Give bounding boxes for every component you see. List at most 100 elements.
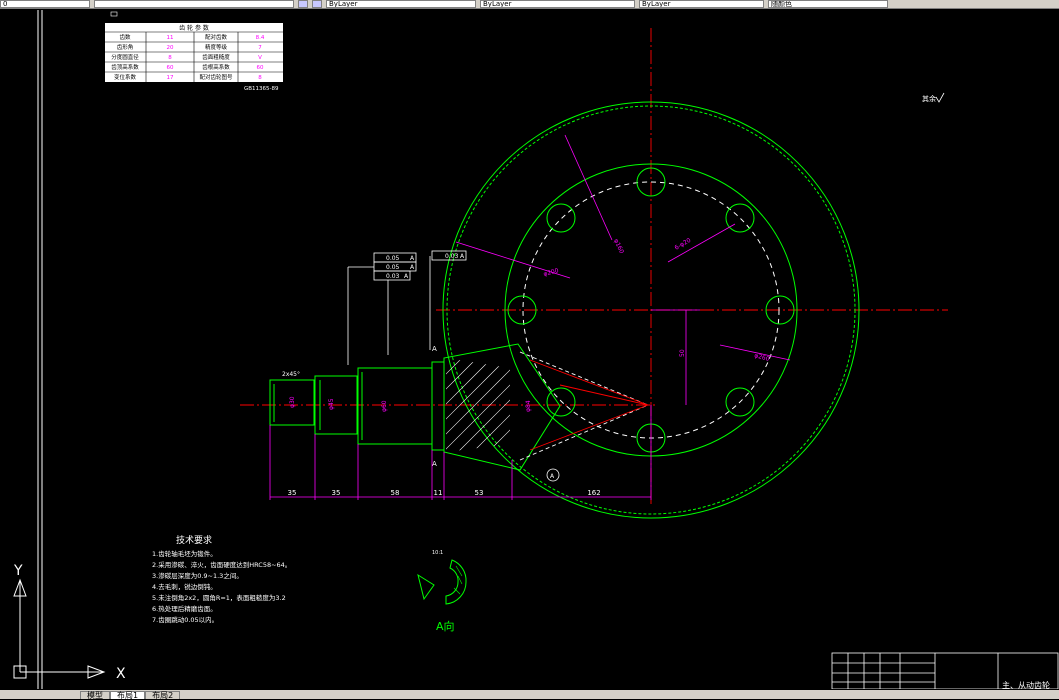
center-lines (240, 28, 948, 505)
shaft-collar (431, 361, 445, 451)
param-cell: 60 (167, 65, 174, 71)
title-block (831, 652, 1059, 689)
tab-layout-2[interactable]: 布局2 (145, 691, 181, 700)
view-a-tooth (417, 573, 435, 601)
view-a-shape (445, 559, 467, 605)
bolt-hole (765, 295, 795, 325)
dim-pcd: φ160 (612, 238, 625, 255)
param-cell: 8.4 (256, 35, 265, 41)
param-cell: 配对齿数 (205, 33, 228, 41)
param-cell: 配对齿轮图号 (199, 73, 233, 81)
bolt-hole (507, 295, 537, 325)
section-mark-bottom: A (432, 460, 437, 468)
layer-field[interactable]: 0 (0, 0, 90, 8)
bolt-hole (636, 167, 666, 197)
tech-item: 3.渗碳层深度为0.9~1.3之间。 (152, 571, 243, 580)
dim-chamfer: 2x45° (282, 371, 300, 378)
color-combo[interactable]: ByLayer (326, 0, 476, 8)
param-cell: V (258, 55, 262, 61)
tol-4-ref: A (460, 253, 465, 260)
shaft-side-view (269, 343, 561, 471)
toolbar: 0 ByLayer ByLayer ByLayer 随颜色 (0, 0, 1059, 9)
shaft-section-2 (314, 375, 358, 435)
gear-face-view (442, 101, 860, 519)
param-cell: 11 (167, 35, 174, 41)
tol-2-ref: A (410, 264, 415, 271)
param-cell: 精度等级 (205, 43, 228, 51)
view-a: 10:1 A向 (417, 550, 467, 633)
tol-3-ref: A (404, 273, 409, 280)
tol-1-ref: A (410, 255, 415, 262)
dim-d-big: φ60 (381, 400, 388, 412)
dim-d-mid: φ45 (328, 398, 335, 410)
tech-requirements: 技术要求 1.齿轮轴毛坯为锻件。2.采用渗碳、淬火，齿面硬度达到HRC58~64… (152, 534, 291, 624)
view-a-scale: 10:1 (432, 550, 443, 556)
param-cell: 8 (168, 55, 172, 61)
tol-3-value: 0.03 (386, 273, 400, 280)
shaft-section-1 (269, 379, 315, 426)
view-a-hatch (453, 565, 463, 595)
tol-1-value: 0.05 (386, 255, 400, 262)
param-cell: 17 (167, 75, 174, 81)
linetype-combo[interactable]: ByLayer (480, 0, 635, 8)
tech-item: 7.齿圈跳动0.05以内。 (152, 615, 218, 624)
dim-len6: 162 (587, 489, 600, 497)
dim-d-cone: φ84 (525, 400, 532, 412)
dim-len2: 35 (332, 489, 341, 497)
dim-outer: φ200 (543, 267, 560, 278)
section-mark-top: A (432, 345, 437, 353)
tol-4-value: 0.03 (445, 253, 459, 260)
datum-circle (546, 468, 560, 482)
param-cell: 8 (258, 75, 262, 81)
tech-item: 4.去毛刺，锐边倒钝。 (152, 582, 217, 591)
tech-item: 5.未注倒角2x2，圆角R=1，表面粗糙度为3.2 (152, 593, 286, 602)
bolt-hole (725, 387, 755, 417)
layer-combo[interactable] (94, 0, 294, 8)
shaft-dims (269, 405, 652, 500)
roughness-note: 其余 (922, 94, 936, 103)
tolerance-frames (347, 250, 467, 365)
tech-title: 技术要求 (176, 534, 212, 546)
plotstyle-combo[interactable]: 随颜色 (768, 0, 888, 8)
param-table-header: 齿 轮 参 数 (179, 24, 209, 32)
param-cell: 齿顶高系数 (111, 63, 139, 71)
circle-dim-leaders (455, 134, 791, 405)
param-cell: 变位系数 (114, 73, 137, 81)
bolt-hole (546, 387, 576, 417)
bolt-hole (725, 203, 755, 233)
dim-len1: 35 (288, 489, 297, 497)
cone-lines (519, 351, 649, 461)
roughness-symbol-icon (935, 92, 945, 103)
tol-2-value: 0.05 (386, 264, 400, 271)
bolt-hole (546, 203, 576, 233)
layer-prev-icon[interactable] (312, 0, 322, 8)
lineweight-combo[interactable]: ByLayer (639, 0, 764, 8)
dim-ring: φ260 (753, 352, 770, 363)
dim-len3: 58 (391, 489, 400, 497)
param-cell: 60 (257, 65, 264, 71)
layout-tabs: 模型 布局1 布局2 (0, 690, 1059, 700)
datum-label: A (550, 473, 555, 480)
shaft-section-3 (357, 367, 433, 445)
dim-d-small: φ30 (289, 396, 296, 408)
title-block-name: 主、从动齿轮 (1002, 680, 1050, 689)
dim-len5: 53 (475, 489, 484, 497)
dim-vert: 50 (679, 349, 686, 357)
bevel-cone (443, 343, 561, 471)
param-cell: 齿根高系数 (202, 63, 230, 71)
tech-item: 6.热处理后精磨齿面。 (152, 604, 217, 613)
dim-len4: 11 (434, 489, 443, 497)
view-a-label: A向 (436, 619, 455, 633)
tab-model[interactable]: 模型 (80, 691, 110, 700)
table-marker (110, 11, 118, 17)
param-cell: 齿面粗糙度 (202, 53, 230, 61)
tab-layout-1[interactable]: 布局1 (110, 691, 146, 700)
layer-tool-icon[interactable] (298, 0, 308, 8)
ucs-y-label: Y (13, 563, 23, 579)
outer-circle (442, 101, 860, 519)
param-cell: 20 (167, 45, 174, 51)
param-cell: 齿形角 (117, 43, 134, 51)
tech-item: 2.采用渗碳、淬火，齿面硬度达到HRC58~64。 (152, 560, 291, 569)
